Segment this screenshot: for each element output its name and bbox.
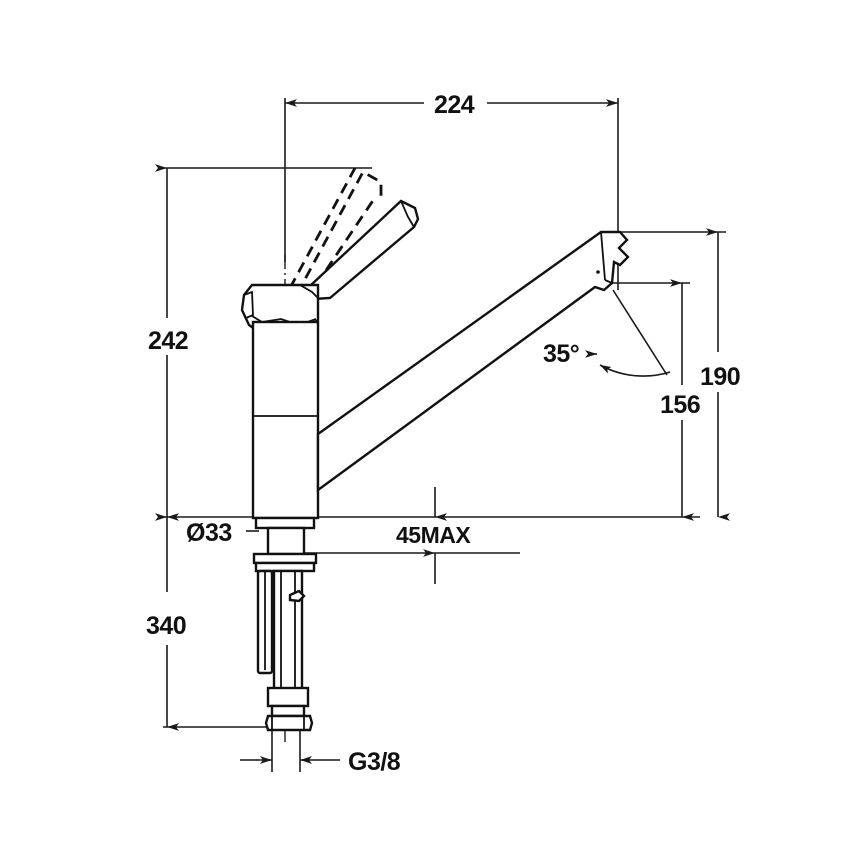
body-cylinder [251,320,320,520]
dimension-swivel-angle: 35° [543,289,671,377]
dimension-spout-outlet-height: 156 [660,279,701,521]
dim-label-shank-length: 340 [146,612,186,640]
threaded-shank [256,569,310,718]
dimension-spout-height-outer: 190 [700,228,741,521]
dimension-thread-size: G3/8 [240,748,401,776]
dimension-shank-length: 340 [146,513,187,731]
dimension-base-diameter: Ø33 [186,519,259,547]
hex-connector-nut [264,714,314,732]
dim-label-spout-height-outer: 190 [700,363,740,391]
dim-label-spout-reach: 224 [434,91,475,119]
dim-label-base-diameter: Ø33 [186,519,232,547]
dim-label-worktop-thickness: 45MAX [396,522,471,548]
extension-lines [163,98,726,772]
dim-label-spout-outlet-height: 156 [660,391,700,419]
dim-label-overall-height: 242 [148,327,188,355]
dimension-overall-height: 242 [148,164,189,521]
mounting-plate [252,516,318,573]
angle-radius-line [612,289,668,376]
dim-label-swivel-angle: 35° [543,340,579,368]
swivel-arc [599,364,671,377]
lever-handle-open-position [309,199,420,301]
swivel-spout-arm [316,230,630,493]
dimension-spout-reach: 224 [285,91,618,119]
dimension-worktop-thickness: 45MAX [396,487,472,584]
cartridge-cap [240,283,320,332]
dim-label-thread-size: G3/8 [348,748,401,776]
